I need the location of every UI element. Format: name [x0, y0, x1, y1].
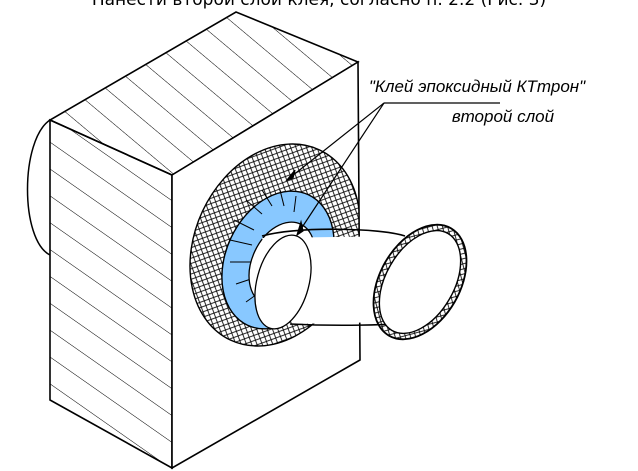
- annotation-line-1: "Клей эпоксидный КТтрон": [369, 77, 586, 96]
- annotation-line-2: второй слой: [452, 107, 555, 126]
- back-pipe-stub: [26, 119, 51, 256]
- pipe-end-inner: [378, 229, 462, 335]
- caption: Нанести второй слой клея, согласно п. 2.…: [91, 0, 547, 10]
- leader-lines: [285, 102, 500, 237]
- block-side-face: [49, 118, 173, 470]
